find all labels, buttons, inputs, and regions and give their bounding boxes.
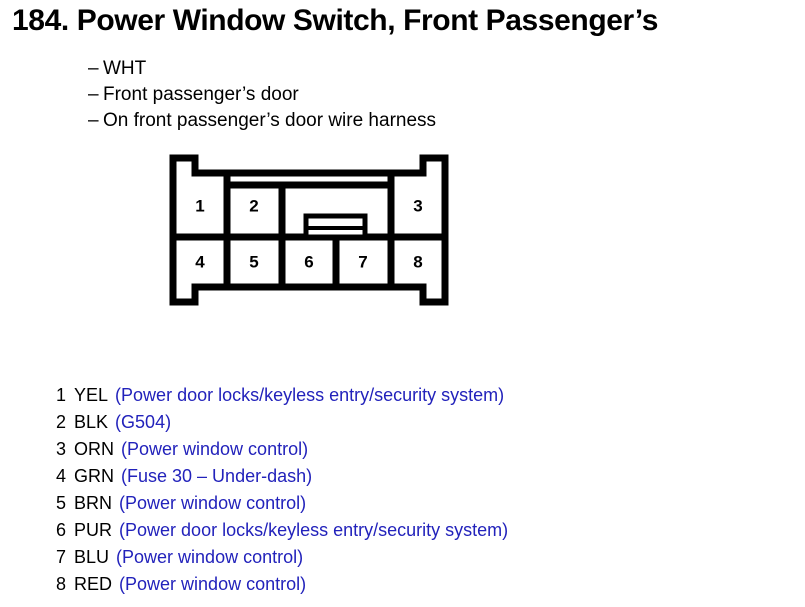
detail-text: Front passenger’s door [103, 84, 299, 105]
pin-number-8: 8 [413, 252, 422, 271]
list-item: –WHT [88, 56, 436, 82]
legend-wire-color: RED [74, 574, 113, 594]
dash-marker: – [88, 84, 99, 105]
legend-pin-number: 8 [56, 574, 67, 594]
legend-circuit: (Power window control) [121, 439, 309, 459]
pin-number-1: 1 [195, 196, 204, 215]
legend-circuit: (Power window control) [119, 574, 307, 594]
legend-pin-number: 4 [56, 466, 67, 486]
list-item: –On front passenger’s door wire harness [88, 108, 436, 134]
legend-wire-color: ORN [74, 439, 115, 459]
detail-text: WHT [103, 58, 147, 79]
legend-pin-number: 3 [56, 439, 67, 459]
list-item: 7 BLU (Power window control) [56, 544, 508, 571]
dash-marker: – [88, 110, 99, 131]
list-item: 1 YEL (Power door locks/keyless entry/secu… [56, 382, 508, 409]
pin-number-5: 5 [249, 252, 258, 271]
detail-text: On front passenger’s door wire harness [103, 110, 437, 131]
list-item: 4 GRN (Fuse 30 – Under-dash) [56, 463, 508, 490]
list-item: –Front passenger’s door [88, 82, 436, 108]
pin-legend: 1 YEL (Power door locks/keyless entry/secu… [56, 382, 508, 598]
legend-pin-number: 7 [56, 547, 67, 567]
connector-diagram: 1 2 3 4 5 6 7 8 [160, 150, 460, 310]
legend-circuit: (Power window control) [116, 547, 304, 567]
legend-wire-color: BLK [74, 412, 109, 432]
legend-pin-number: 5 [56, 493, 67, 513]
legend-circuit: (G504) [115, 412, 172, 432]
legend-circuit: (Fuse 30 – Under-dash) [121, 466, 313, 486]
list-item: 5 BRN (Power window control) [56, 490, 508, 517]
legend-pin-number: 2 [56, 412, 67, 432]
legend-wire-color: PUR [74, 520, 113, 540]
legend-circuit: (Power door locks/keyless entry/security… [119, 520, 509, 540]
list-item: 8 RED (Power window control) [56, 571, 508, 598]
legend-pin-number: 6 [56, 520, 67, 540]
pin-number-6: 6 [304, 252, 313, 271]
pin-number-2: 2 [249, 196, 258, 215]
legend-wire-color: YEL [74, 385, 109, 405]
dash-marker: – [88, 58, 99, 79]
legend-wire-color: BLU [74, 547, 110, 567]
page-title: 184. Power Window Switch, Front Passenge… [12, 4, 659, 37]
legend-pin-number: 1 [56, 385, 67, 405]
list-item: 3 ORN (Power window control) [56, 436, 508, 463]
legend-circuit: (Power window control) [119, 493, 307, 513]
detail-list: –WHT –Front passenger’s door –On front p… [88, 56, 436, 134]
list-item: 6 PUR (Power door locks/keyless entry/secu… [56, 517, 508, 544]
list-item: 2 BLK (G504) [56, 409, 508, 436]
pin-number-7: 7 [358, 252, 367, 271]
pin-number-4: 4 [195, 252, 205, 271]
pin-number-3: 3 [413, 196, 422, 215]
legend-wire-color: BRN [74, 493, 113, 513]
legend-circuit: (Power door locks/keyless entry/security… [115, 385, 505, 405]
legend-wire-color: GRN [74, 466, 115, 486]
